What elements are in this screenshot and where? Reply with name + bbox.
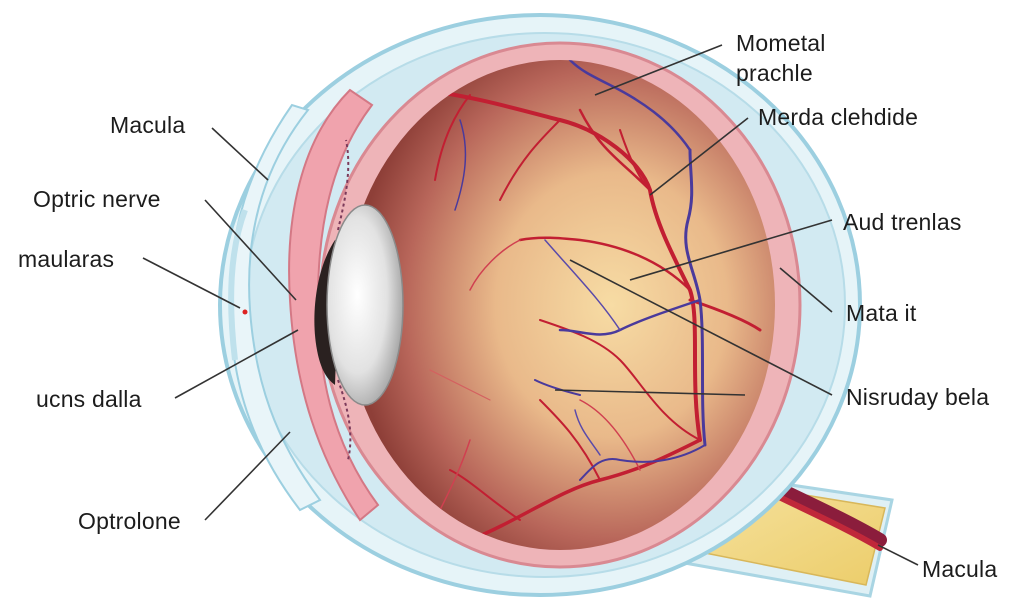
marker-dot (242, 309, 248, 315)
lens (326, 204, 404, 406)
label-optrolone: Optrolone (78, 508, 181, 534)
retina (345, 60, 775, 550)
label-ucns-dalla: ucns dalla (36, 386, 142, 412)
label-macula-bottom: Macula (922, 556, 998, 582)
label-maularas: maularas (18, 246, 115, 272)
label-nisruday-bela: Nisruday bela (846, 384, 990, 410)
label-mata-it: Mata it (846, 300, 917, 326)
anterior-segment (228, 88, 404, 522)
label-merda-clehdide: Merda clehdide (758, 104, 919, 130)
label-mometal-prachle: Mometal prachle (736, 30, 826, 86)
label-optic-nerve: Optric nerve (33, 186, 161, 212)
leader-lines (142, 44, 919, 566)
label-aud-trenlas: Aud trenlas (843, 209, 962, 235)
label-macula-left: Macula (110, 112, 186, 138)
